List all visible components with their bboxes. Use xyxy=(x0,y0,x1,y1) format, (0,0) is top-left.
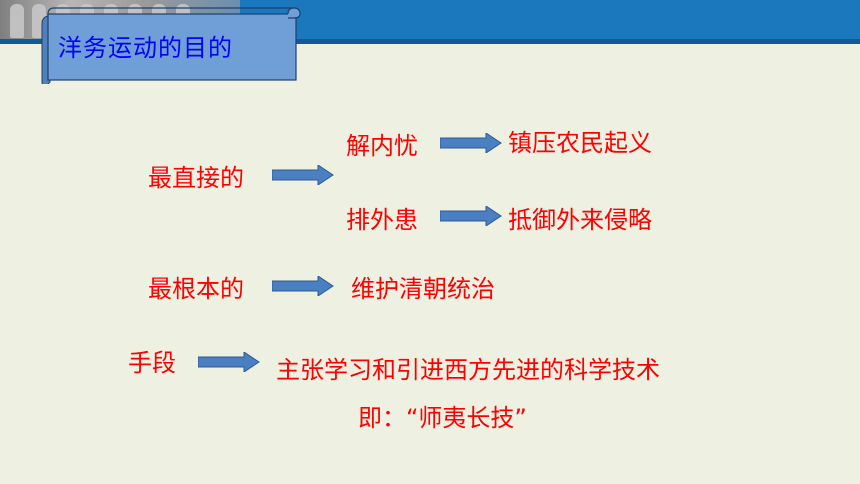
scroll-shape xyxy=(41,7,301,84)
result-means: 主张学习和引进西方先进的科学技术 xyxy=(276,356,660,384)
header-stripe xyxy=(0,39,860,44)
means-note: 即：“师夷长技” xyxy=(358,404,527,432)
label-fundamental: 最根本的 xyxy=(148,275,244,303)
label-internal: 解内忧 xyxy=(346,132,418,160)
result-fundamental: 维护清朝统治 xyxy=(351,275,495,303)
label-external: 排外患 xyxy=(346,206,418,234)
result-external: 抵御外来侵略 xyxy=(508,206,652,234)
label-direct: 最直接的 xyxy=(148,164,244,192)
slide-title: 洋务运动的目的 xyxy=(58,34,233,62)
title-scroll: 洋务运动的目的 xyxy=(36,6,304,84)
arrow-fundamental xyxy=(272,276,334,296)
label-means: 手段 xyxy=(128,349,176,377)
arrow-internal xyxy=(440,133,502,153)
frieze-figure xyxy=(10,4,24,38)
arrow-external xyxy=(440,206,502,226)
result-internal: 镇压农民起义 xyxy=(508,129,652,157)
arrow-direct xyxy=(272,165,334,185)
arrow-means xyxy=(198,352,260,372)
